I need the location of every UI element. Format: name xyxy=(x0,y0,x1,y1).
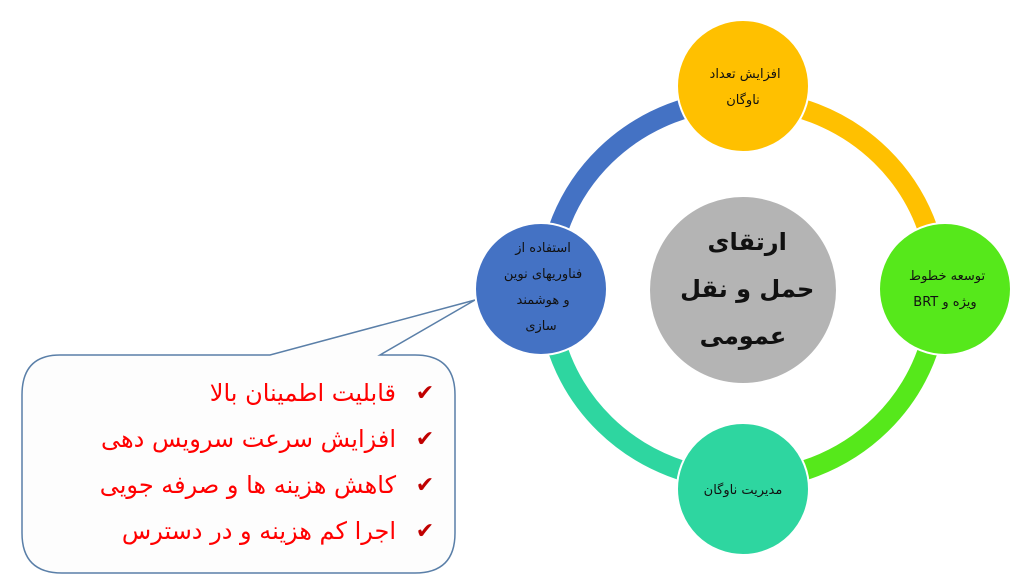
check-icon: ✔ xyxy=(415,426,435,452)
check-icon: ✔ xyxy=(415,380,435,406)
list-item: ✔کاهش هزینه ها و صرفه جویی xyxy=(60,462,440,508)
list-item: ✔قابلیت اطمینان بالا xyxy=(60,370,440,416)
node-bottom-label: مدیریت ناوگان xyxy=(704,482,783,498)
center-circle xyxy=(648,195,838,385)
check-icon: ✔ xyxy=(415,518,435,544)
node-left xyxy=(474,222,608,356)
center-title: ارتقای حمل و نقل عمومی xyxy=(672,228,815,350)
callout-bubble xyxy=(21,299,476,574)
list-item: ✔اجرا کم هزینه و در دسترس xyxy=(60,508,440,554)
node-left-label: استفاده از فناوریهای نوین و هوشمند سازی xyxy=(500,241,583,334)
callout-list: ✔قابلیت اطمینان بالا ✔افزایش سرعت سرویس … xyxy=(60,370,440,554)
node-bottom xyxy=(676,422,810,556)
list-item: ✔افزایش سرعت سرویس دهی xyxy=(60,416,440,462)
node-top xyxy=(676,19,810,153)
check-icon: ✔ xyxy=(415,472,435,498)
node-right-label: توسعه خطوط ویژه و BRT xyxy=(905,269,986,310)
node-top-label: افزایش تعداد ناوگان xyxy=(705,67,780,108)
node-right xyxy=(878,222,1012,356)
